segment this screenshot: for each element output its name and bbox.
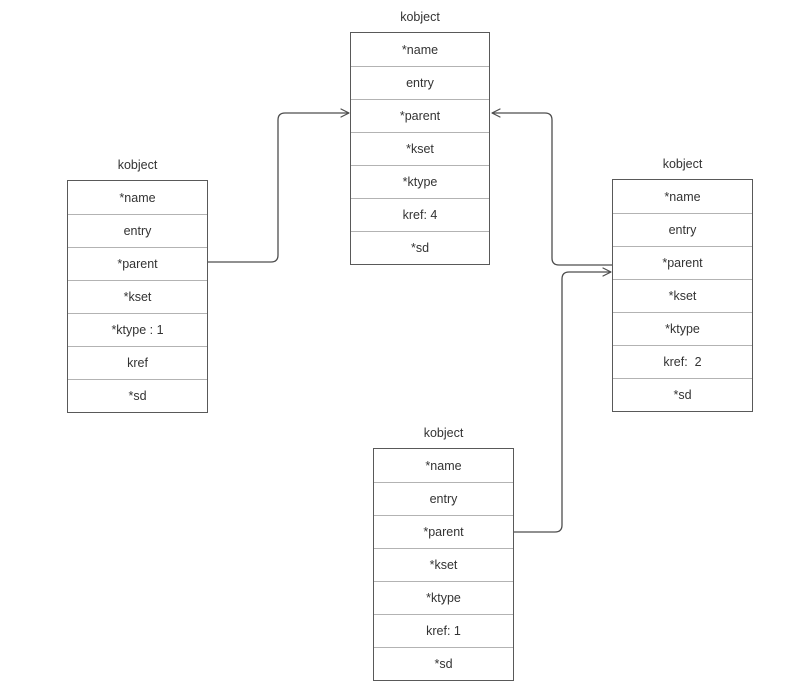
field-row: *parent [351,99,489,132]
connector-right-parent-to-top-parent [491,108,612,266]
field-row: *name [425,458,462,473]
field-row: *kset [613,279,752,312]
field-row: entry [68,214,207,247]
field-row: *sd [68,379,207,412]
node-title: kobject [423,426,464,440]
field-row: kref: 1 [374,614,513,647]
field-row: entry [374,482,513,515]
field-row: *parent [374,515,513,548]
field-row: *parent [68,247,207,280]
connector-bottom-parent-to-right-parent [514,267,612,533]
field-row: *ktype [613,312,752,345]
field-row: *parent [613,246,752,279]
field-row: *kset [374,548,513,581]
field-row: *name [401,42,439,57]
field-row: *sd [351,231,489,264]
field-row: kref [68,346,207,379]
field-row: kref: 2 [613,345,752,378]
field-row: *name [119,190,156,205]
field-row: entry [613,213,752,246]
field-row: *kset [68,280,207,313]
field-row: *ktype : 1 [68,313,207,346]
field-row: kref: 4 [351,198,489,231]
field-row: *sd [613,378,752,411]
field-row: *name [664,189,701,204]
field-row: *ktype [374,581,513,614]
field-row: entry [351,66,489,99]
field-row: *kset [351,132,489,165]
connector-left-parent-to-top-parent [208,108,350,263]
field-row: *ktype [351,165,489,198]
node-title: kobject [400,10,440,24]
field-row: *sd [374,647,513,680]
node-title: kobject [117,158,158,172]
node-title: kobject [662,157,703,171]
